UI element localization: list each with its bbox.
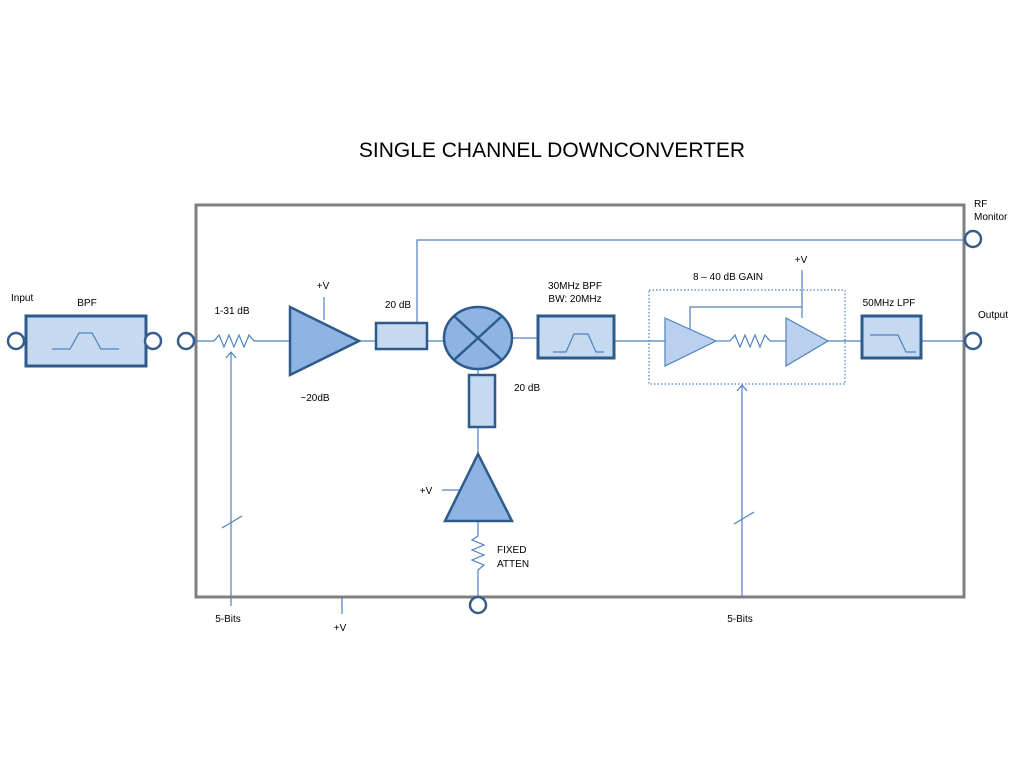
lpf-label: 50MHz LPF xyxy=(863,298,916,309)
bpf-30mhz xyxy=(536,314,616,360)
input-port xyxy=(6,331,26,351)
wire-vga-feedback xyxy=(689,306,802,330)
board-supply-label: +V xyxy=(334,623,347,634)
bits-right-label: 5-Bits xyxy=(727,614,753,625)
coupler-top-label: 20 dB xyxy=(385,300,411,311)
fixed-atten-label-line2: ATTEN xyxy=(497,559,529,570)
rf-monitor-port xyxy=(963,229,983,249)
vga-attenuator-resistor xyxy=(729,333,771,349)
signal-wires xyxy=(16,239,966,614)
variable-attenuator-resistor xyxy=(213,333,255,349)
rf-monitor-label-line2: Monitor xyxy=(974,212,1008,223)
output-port xyxy=(963,331,983,351)
bpf-label: BPF xyxy=(77,298,96,309)
lowpass-response-icon xyxy=(870,334,916,353)
input-label: Input xyxy=(11,293,33,304)
atten-control-arrow xyxy=(225,351,237,359)
bpf30-label-line2: BW: 20MHz xyxy=(548,294,601,305)
enclosure-box xyxy=(194,203,966,599)
lo-amp-supply-label: +V xyxy=(420,486,433,497)
coupler-lo-path xyxy=(467,373,497,429)
vga-control-arrow xyxy=(736,384,748,392)
bandpass-response-icon xyxy=(52,332,119,350)
output-label: Output xyxy=(978,310,1008,321)
rf-amplifier xyxy=(288,304,362,378)
rf-monitor-label-line1: RF xyxy=(974,199,987,210)
bus-slash-left xyxy=(221,515,243,529)
input-bpf xyxy=(24,314,148,368)
bus-slash-right xyxy=(733,511,755,525)
vga-supply-label: +V xyxy=(795,255,808,266)
bpf30-label-line1: 30MHz BPF xyxy=(548,281,602,292)
enclosure-input-port xyxy=(176,331,196,351)
lo-input-port xyxy=(468,595,488,615)
mixer xyxy=(442,305,514,371)
fixed-attenuator-resistor xyxy=(470,535,486,573)
fixed-atten-label-line1: FIXED xyxy=(497,545,526,556)
wire-rf-monitor-tap xyxy=(416,239,966,323)
vga-amplifier-stage1 xyxy=(664,317,718,367)
vga-boundary xyxy=(648,289,846,385)
vga-gain-label: 8 – 40 dB GAIN xyxy=(693,272,763,283)
amp-supply-label: +V xyxy=(317,281,330,292)
vga-amplifier-stage2 xyxy=(785,316,830,368)
attenuator-range-label: 1-31 dB xyxy=(214,306,249,317)
coupler-lo-label: 20 dB xyxy=(514,383,540,394)
bandpass-response-icon xyxy=(553,333,604,353)
amp-gain-label: ~20dB xyxy=(300,393,330,404)
lpf-50mhz xyxy=(860,314,923,360)
diagram-title: SINGLE CHANNEL DOWNCONVERTER xyxy=(359,139,745,162)
bpf-output-port xyxy=(143,331,163,351)
coupler-main-path xyxy=(374,321,429,351)
lo-amplifier xyxy=(442,451,515,523)
bits-left-label: 5-Bits xyxy=(215,614,241,625)
